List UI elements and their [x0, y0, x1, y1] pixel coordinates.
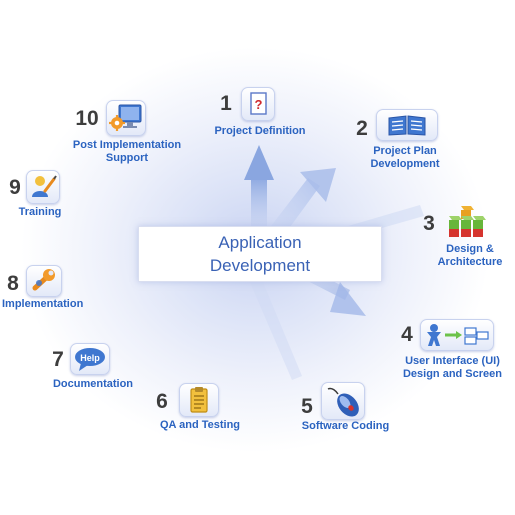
step-3-label-line1: Design & [446, 243, 494, 255]
center-title-box: Application Development [138, 226, 382, 282]
help-icon-text: Help [80, 353, 100, 363]
step-4-label-line1: User Interface (UI) [405, 355, 500, 367]
arrow-upper-right [268, 168, 336, 238]
stacked-blocks-icon [443, 204, 491, 238]
step-3-label-line2: Architecture [437, 256, 503, 268]
step-6-number: 6 [156, 390, 168, 413]
step-8-number: 8 [7, 272, 19, 295]
step-1-label: Project Definition [214, 125, 306, 137]
clipboard-icon [179, 383, 219, 417]
step-2-label-line2: Development [370, 158, 440, 170]
help-bubble-icon: Help [70, 343, 110, 375]
step-3-number: 3 [423, 212, 435, 235]
step-9-label: Training [18, 206, 62, 218]
center-title-line1: Application [218, 233, 302, 252]
svg-text:?: ? [255, 97, 263, 112]
center-title-line2: Development [209, 256, 311, 275]
step-10-label-line1: Post Implementation [72, 139, 182, 151]
wrench-icon [26, 265, 62, 297]
step-2-number: 2 [356, 117, 368, 140]
user-interface-flow-icon [420, 319, 494, 351]
step-7-label: Documentation [52, 378, 134, 390]
arrow-up [244, 145, 274, 228]
step-2-label-line1: Project Plan [373, 145, 437, 157]
monitor-gear-icon [106, 100, 146, 136]
step-4-number: 4 [401, 323, 413, 346]
open-book-icon [376, 109, 438, 141]
step-6-label: QA and Testing [159, 419, 241, 431]
step-10-number: 10 [75, 107, 99, 130]
step-4-label-line2: Design and Screen [402, 368, 503, 380]
ray-lower [250, 280, 302, 380]
step-5-number: 5 [301, 395, 313, 418]
person-pencil-icon [26, 170, 60, 204]
step-8-label: Implementation [2, 298, 84, 310]
step-5-label: Software Coding [301, 420, 390, 432]
step-9-number: 9 [9, 176, 21, 199]
step-7-number: 7 [52, 348, 64, 371]
computer-mouse-icon [321, 382, 365, 420]
question-document-icon: ? [241, 87, 275, 121]
step-1-number: 1 [220, 92, 232, 115]
step-10-label-line2: Support [105, 152, 149, 164]
